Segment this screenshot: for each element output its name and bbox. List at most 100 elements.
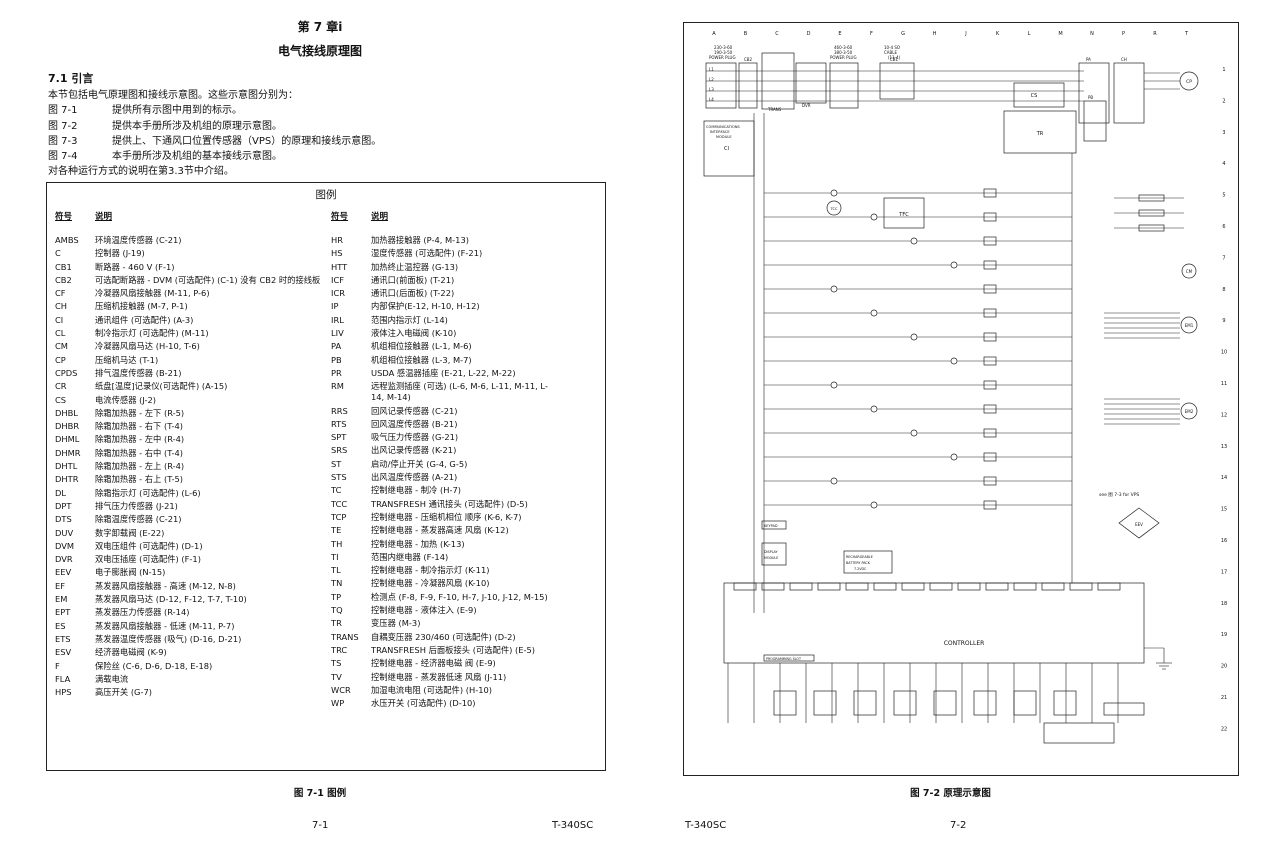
legend-description: 高压开关 (G-7) [95, 687, 153, 698]
relay-contact [950, 453, 958, 461]
schematic-label: PA [1086, 57, 1091, 62]
heater-element [1138, 209, 1165, 217]
legend-symbol: DHMR [55, 447, 81, 458]
legend-description: 纸盘[温度]记录仪(可选配件) (A-15) [95, 381, 228, 392]
legend-symbol: TRANS [331, 631, 359, 642]
legend-symbol: ETS [55, 633, 71, 644]
relay-coil [983, 188, 997, 198]
legend-description: 压缩机马达 (T-1) [95, 354, 159, 365]
grid-row-number: 15 [1221, 507, 1227, 513]
controller-connector [985, 582, 1009, 591]
legend-description: 冷凝器风扇接触器 (M-11, P-6) [95, 288, 210, 299]
legend-description: 通讯口(前面板) (T-21) [371, 274, 455, 285]
legend-header-symbol-2: 符号 [331, 212, 349, 222]
legend-title: 图例 [315, 189, 337, 201]
legend-symbol: CB1 [55, 261, 72, 272]
legend-description: 除霜加热器 - 左上 (R-4) [95, 461, 185, 472]
figure-ref: 图 7-1 [48, 105, 78, 117]
controller-connector [901, 582, 925, 591]
legend-symbol: PB [331, 354, 342, 365]
legend-row: ESV 经济器电磁阀 (K-9) [55, 647, 325, 658]
sensor-box [1053, 690, 1077, 716]
figure-ref: 图 7-2 [48, 120, 78, 132]
relay-coil [983, 404, 997, 414]
legend-description: 出风记录传感器 (K-21) [371, 445, 457, 456]
legend-symbol: PR [331, 367, 342, 378]
schematic-label: INTERFACE [710, 130, 730, 134]
legend-symbol: TCC [331, 498, 348, 509]
grid-row-number: 3 [1222, 130, 1225, 136]
tfc-label: TFC [898, 212, 909, 218]
legend-description: 机组相位接触器 (L-1, M-6) [371, 341, 472, 352]
schematic-label: 460-3-60 [834, 45, 853, 50]
legend-description: 数字卸载阀 (E-22) [95, 527, 165, 538]
relay-contact [950, 261, 958, 269]
grid-row-number: 13 [1221, 444, 1227, 450]
relay-coil [983, 308, 997, 318]
legend-description: 除霜加热器 - 左下 (R-5) [95, 407, 185, 418]
legend-description: 蒸发器风扇马达 (D-12, F-12, T-7, T-10) [95, 594, 247, 605]
legend-symbol: TP [331, 591, 342, 602]
em1-label: EM1 [1185, 323, 1194, 328]
relay-coil [983, 212, 997, 222]
legend-description: 经济器电磁阀 (K-9) [95, 647, 167, 658]
legend-symbol: EPT [55, 607, 71, 618]
legend-symbol: ESV [55, 647, 72, 658]
legend-symbol: F [55, 660, 60, 671]
schematic-label: 230-3-60 [714, 45, 733, 50]
schematic-label: DVR [802, 103, 811, 108]
legend-symbol: RTS [331, 418, 347, 429]
legend-description: 控制继电器 - 蒸发器低速 风扇 (J-11) [371, 671, 507, 682]
figure-desc: 提供上、下通风口位置传感器（VPS）的原理和接线示意图。 [112, 135, 382, 147]
legend-description: 控制继电器 - 制冷指示灯 (K-11) [371, 565, 490, 576]
relay-contact [870, 405, 878, 413]
figure-ref: 图 7-4 [48, 151, 78, 163]
grid-column-letter: A [712, 31, 716, 37]
grid-column-letter: P [1122, 31, 1125, 37]
relay-contact [870, 213, 878, 221]
legend-symbol: TH [331, 538, 343, 549]
legend-symbol: RM [331, 381, 344, 392]
figure-ref: 图 7-3 [48, 135, 78, 147]
legend-symbol: TL [331, 565, 341, 576]
legend-description: 水压开关 (可选配件) (D-10) [371, 698, 476, 709]
tr-label: TR [1036, 131, 1044, 137]
legend-description: 蒸发器风扇接触器 - 低速 (M-11, P-7) [95, 620, 235, 631]
legend-description: 控制器 (J-19) [95, 248, 145, 259]
grid-row-number: 8 [1222, 287, 1225, 293]
legend-header-symbol-1: 符号 [55, 212, 73, 222]
relay-contact [830, 477, 838, 485]
grid-row-number: 2 [1222, 98, 1225, 104]
legend-symbol: DHBL [55, 407, 78, 418]
grid-column-letter: N [1090, 31, 1094, 37]
schematic-label: COMMUNICATIONS [706, 125, 740, 129]
schematic-label: 380-3-50 [834, 50, 853, 55]
relay-contact [910, 237, 918, 245]
legend-description: TRANSFRESH 后面板接头 (可选配件) (E-5) [371, 644, 535, 655]
legend-description: 回风记录传感器 (C-21) [371, 405, 458, 416]
legend-symbol: DTS [55, 514, 72, 525]
relay-coil [983, 452, 997, 462]
legend-description: 加热终止温控器 (G-13) [371, 261, 459, 272]
